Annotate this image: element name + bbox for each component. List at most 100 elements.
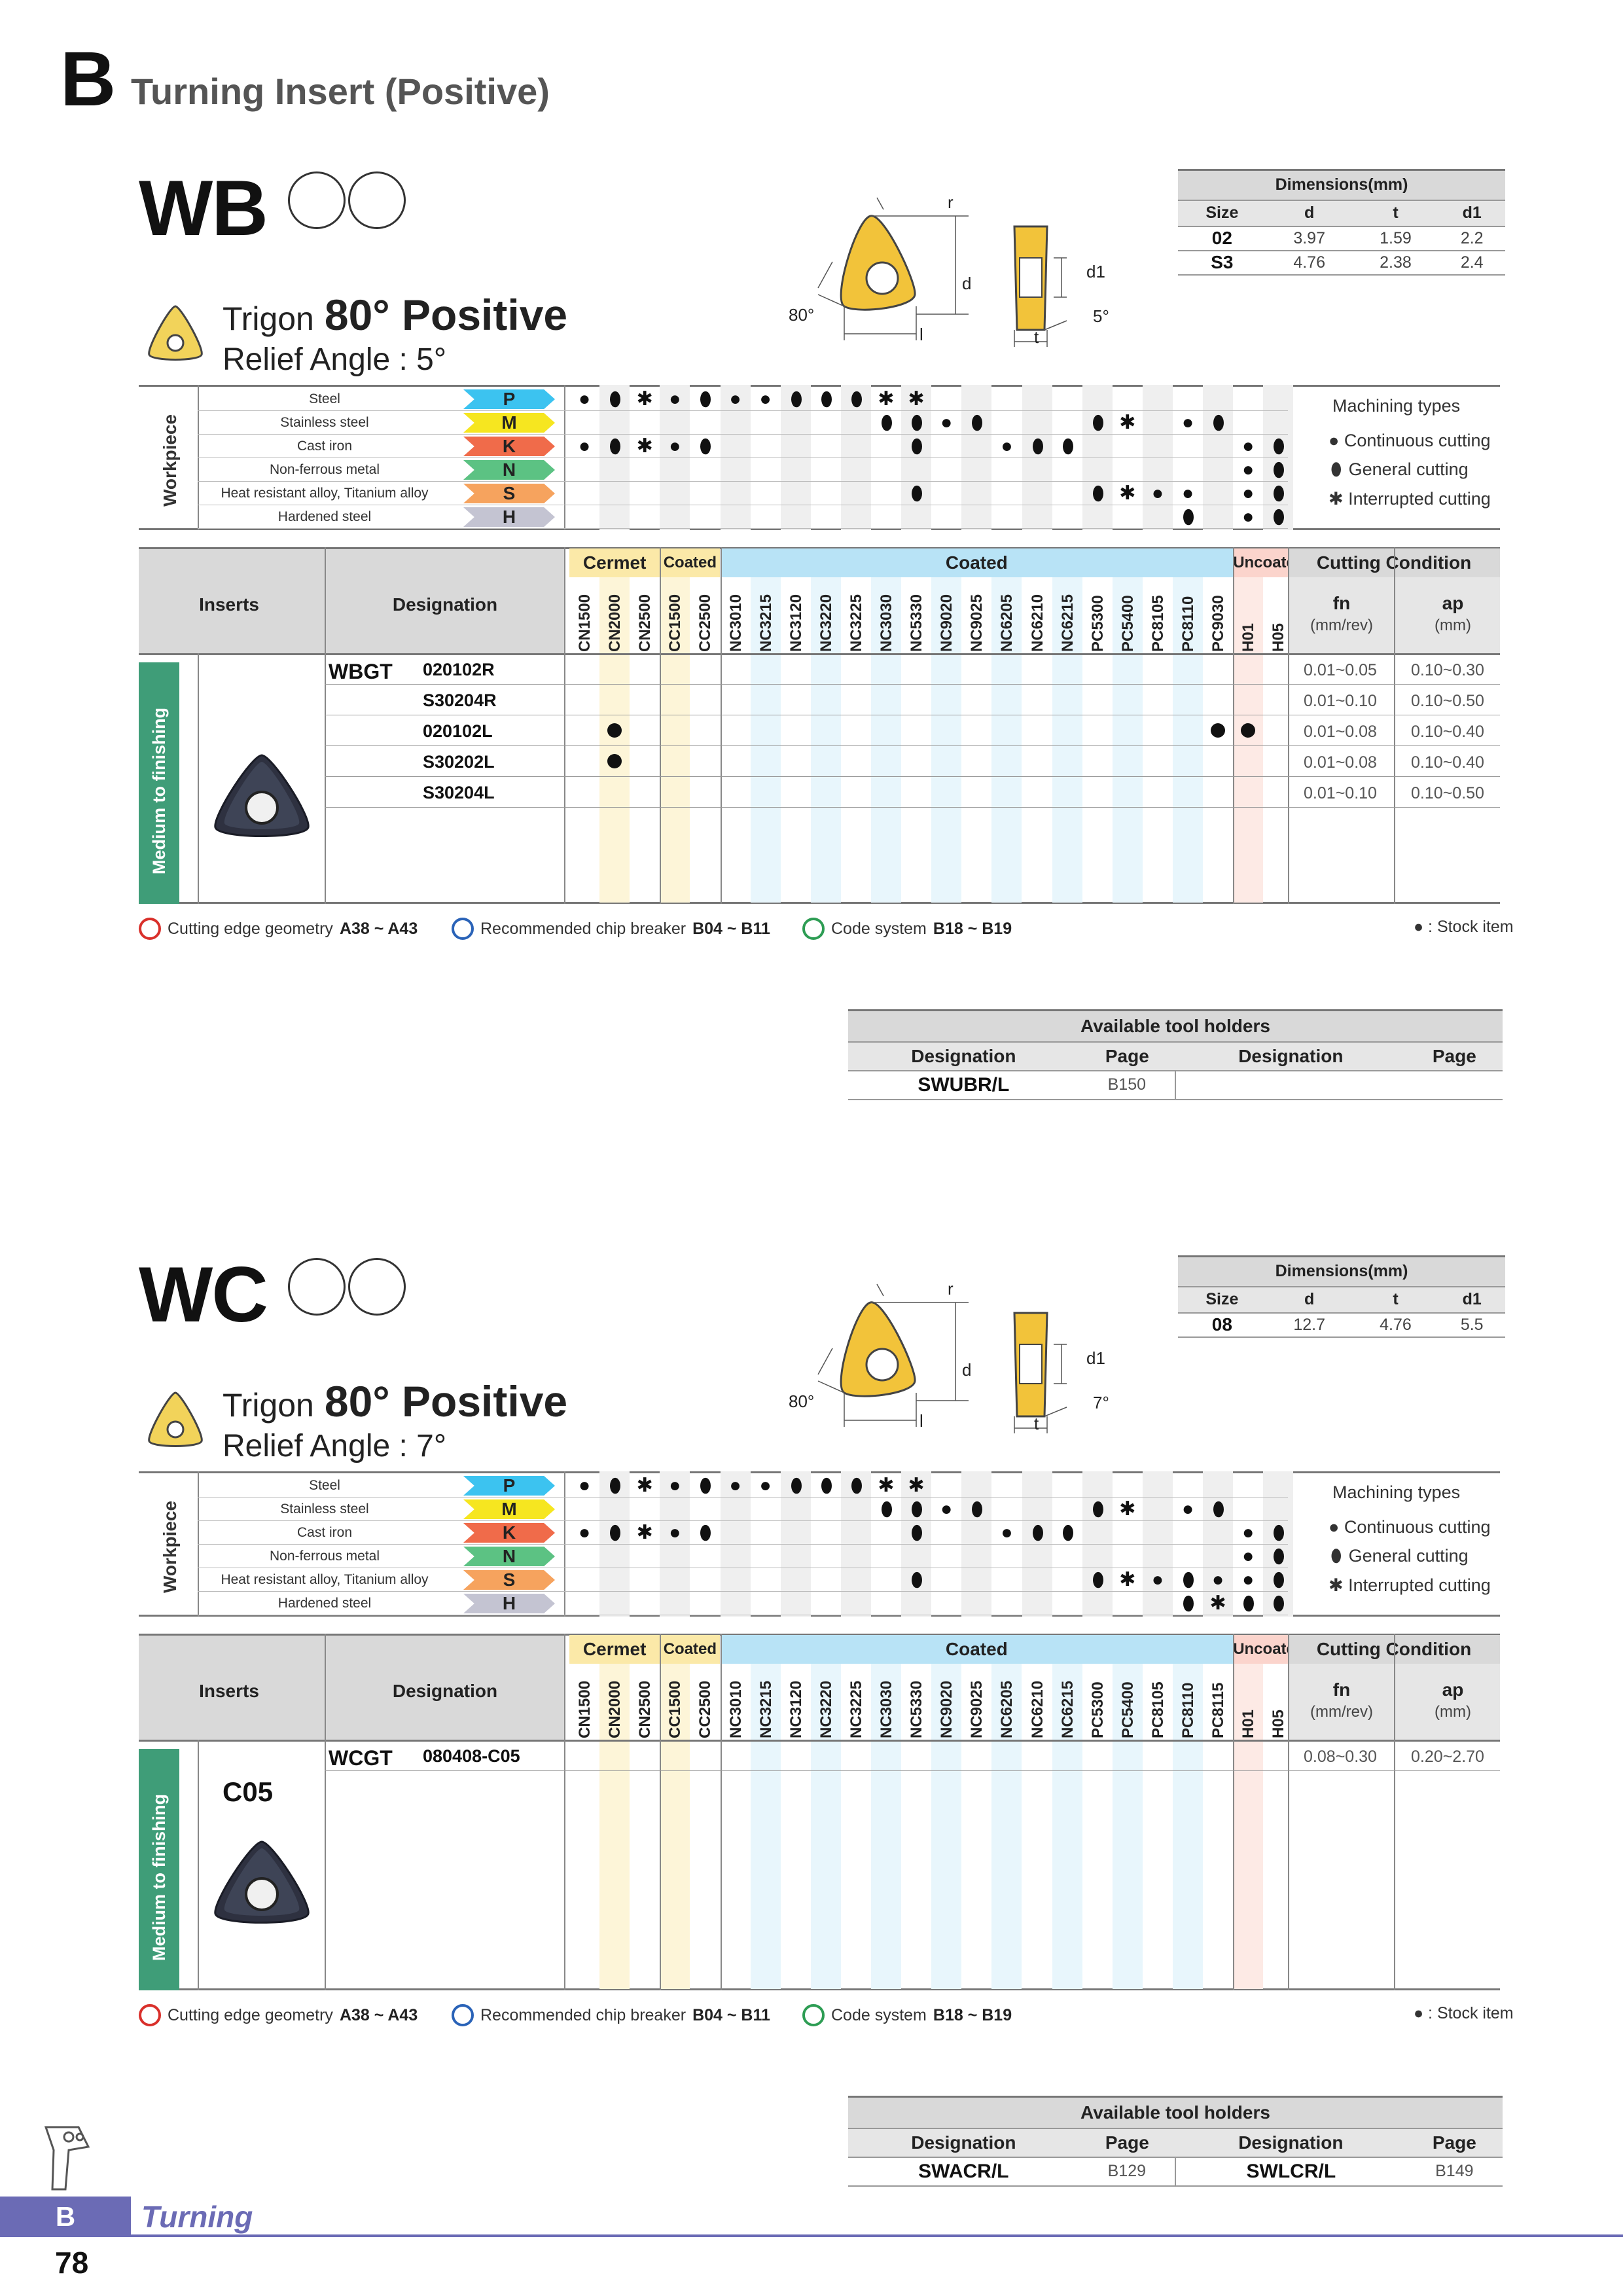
divider <box>198 1740 199 1990</box>
table-row <box>325 776 1500 777</box>
grade-header: NC5330 <box>908 594 926 652</box>
workpiece-name: Heat resistant alloy, Titanium alloy <box>221 486 429 501</box>
tool-holders-col-header: Designation <box>848 2128 1079 2158</box>
dimensions-cell: 5.5 <box>1438 1312 1505 1338</box>
grade-column-band <box>871 1664 902 1989</box>
interrupted-cutting-icon: ✱ <box>1119 412 1136 433</box>
dimensions-title: Dimensions(mm) <box>1178 1255 1505 1287</box>
general-cutting-label: General cutting <box>1348 459 1469 480</box>
grade-header: NC3215 <box>757 594 775 652</box>
holder-designation: SWLCR/L <box>1175 2157 1406 2187</box>
interrupted-cutting-icon: ✱ <box>636 1522 653 1543</box>
ap-unit: (mm) <box>1435 1703 1471 1721</box>
grade-column-band <box>1173 577 1204 903</box>
arrow-right-icon <box>802 2004 825 2026</box>
grade-header: PC8110 <box>1179 1682 1197 1738</box>
table-row <box>325 807 1500 808</box>
tool-holders-col-header: Designation <box>848 1041 1079 1071</box>
stock-item-dot <box>607 723 622 738</box>
ref-geo-pages[interactable]: A38 ~ A43 <box>339 919 418 938</box>
page-tab: B <box>0 2197 131 2237</box>
general-cutting-icon: ⬬ <box>1326 461 1346 477</box>
grade-header: PC5300 <box>1088 595 1107 652</box>
stock-item-dot <box>607 754 622 768</box>
divider <box>198 653 199 904</box>
ref-code-pages[interactable]: B18 ~ B19 <box>933 919 1012 938</box>
continuous-cutting-icon: ● <box>759 388 772 410</box>
diagram-label-t: t <box>1034 1414 1039 1433</box>
general-cutting-icon: ⬬ <box>604 1477 626 1494</box>
grade-column-band <box>1052 577 1082 903</box>
interrupted-cutting-icon: ✱ <box>1329 1575 1344 1595</box>
grade-header: CN1500 <box>576 594 594 652</box>
diagram-label-l: l <box>919 1411 923 1431</box>
ref-chip-pages[interactable]: B04 ~ B11 <box>692 2005 770 2024</box>
grade-header: CN2500 <box>636 594 654 652</box>
grade-group-uncoated: Uncoated <box>1233 548 1305 577</box>
continuous-cutting-icon: ● <box>1212 1569 1224 1590</box>
ap-value: 0.10~0.50 <box>1411 784 1484 802</box>
grade-header: PC8110 <box>1179 596 1197 652</box>
workpiece-name: Cast iron <box>296 439 353 454</box>
holder-page-link <box>1406 1070 1503 1100</box>
grade-column-band <box>1112 1664 1143 1989</box>
diagram-label-relief: 5° <box>1093 306 1109 326</box>
diagram-label-r: r <box>948 192 954 212</box>
divider <box>660 1634 662 1990</box>
general-cutting-icon: ⬬ <box>1268 1571 1290 1588</box>
general-cutting-icon: ⬬ <box>906 1524 928 1541</box>
grade-header: NC3220 <box>817 594 835 652</box>
ref-code-label: Code system <box>831 2005 927 2024</box>
dimensions-cell: S3 <box>1178 250 1266 276</box>
general-cutting-icon: ⬬ <box>604 438 626 455</box>
interrupted-cutting-icon: ✱ <box>636 1475 653 1496</box>
fn-header: fn <box>1332 1679 1351 1700</box>
continuous-cutting-label: Continuous cutting <box>1344 1516 1491 1537</box>
ref-chip-pages[interactable]: B04 ~ B11 <box>692 919 770 938</box>
table-row <box>325 1770 1500 1771</box>
machining-types-title: Machining types <box>1332 396 1461 416</box>
fn-value: 0.08~0.30 <box>1304 1748 1377 1766</box>
ref-geo-pages[interactable]: A38 ~ A43 <box>339 2005 418 2024</box>
iso-code-badge: H <box>463 507 555 527</box>
shape-angle: 80° Positive <box>324 1377 568 1426</box>
designation-code: 080408-C05 <box>423 1746 520 1766</box>
grade-header: CN2500 <box>636 1680 654 1738</box>
ap-header: ap <box>1442 593 1464 613</box>
holder-page-link[interactable]: B150 <box>1079 1070 1176 1100</box>
general-cutting-icon: ⬬ <box>1268 1524 1290 1541</box>
interrupted-cutting-icon: ✱ <box>1119 482 1136 504</box>
diagram-label-angle: 80° <box>789 305 815 325</box>
ref-code-pages[interactable]: B18 ~ B19 <box>933 2005 1012 2024</box>
workpiece-row <box>198 411 1288 435</box>
divider <box>325 1634 326 1990</box>
designation-code: S30204R <box>423 691 497 710</box>
grade-header: NC3010 <box>726 594 745 652</box>
holder-page-link[interactable]: B149 <box>1406 2157 1503 2187</box>
workpiece-name: Non-ferrous metal <box>269 462 380 477</box>
iso-code-badge: P <box>463 389 555 409</box>
side-tool-icon <box>39 2121 98 2193</box>
workpiece-row <box>198 1545 1288 1568</box>
holder-page-link[interactable]: B129 <box>1079 2157 1176 2187</box>
stock-item-dot <box>1241 723 1256 738</box>
grade-column-band <box>810 1664 841 1989</box>
grade-header: CC1500 <box>666 1680 685 1738</box>
page-tab-line <box>131 2234 1623 2237</box>
stock-item-legend: ● : Stock item <box>1414 2004 1514 2022</box>
general-cutting-icon: ⬬ <box>1268 1548 1290 1565</box>
relief-angle: Relief Angle : 5° <box>223 342 447 377</box>
table-row <box>325 745 1500 746</box>
tool-holders-title: Available tool holders <box>848 1009 1503 1043</box>
grade-column-band <box>660 1664 690 1989</box>
ap-value: 0.10~0.50 <box>1411 692 1484 710</box>
workpiece-table <box>139 1471 1500 1617</box>
grade-header: PC8115 <box>1209 1682 1228 1738</box>
continuous-cutting-icon: ● <box>940 412 953 433</box>
grade-header: NC5330 <box>908 1680 926 1738</box>
general-cutting-icon: ⬬ <box>845 1477 867 1494</box>
interrupted-cutting-icon: ✱ <box>636 435 653 457</box>
